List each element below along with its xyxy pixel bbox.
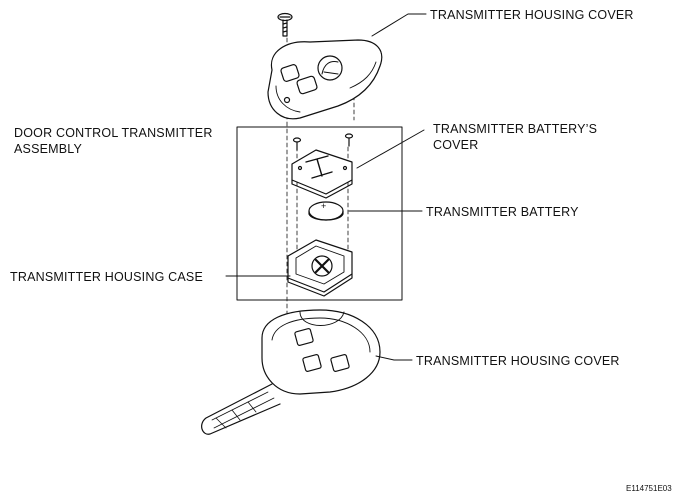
label-housing-case: TRANSMITTER HOUSING CASE	[10, 270, 204, 284]
leader-lines	[225, 13, 427, 361]
label-housing-cover-bottom: TRANSMITTER HOUSING COVER	[416, 354, 620, 368]
label-housing-cover-top: TRANSMITTER HOUSING COVER	[430, 8, 634, 22]
coin-battery	[308, 201, 344, 221]
label-battery-cover-line1: TRANSMITTER BATTERY’S	[433, 122, 598, 136]
small-screw-right-icon	[344, 133, 354, 147]
housing-case	[287, 239, 353, 297]
top-housing-cover	[267, 39, 383, 120]
battery-cover-plate	[291, 149, 353, 199]
small-screw-left-icon	[292, 137, 302, 151]
assembly-box	[236, 126, 403, 301]
bottom-housing-cover	[201, 309, 381, 435]
top-screw-icon	[277, 12, 293, 37]
battery-polarity-mark: +	[321, 201, 327, 211]
label-battery: TRANSMITTER BATTERY	[426, 205, 579, 219]
label-assembly-line1: DOOR CONTROL TRANSMITTER	[14, 126, 213, 140]
label-assembly-line2: ASSEMBLY	[14, 142, 83, 156]
figure-code: E114751E03	[626, 484, 672, 493]
label-battery-cover-line2: COVER	[433, 138, 479, 152]
